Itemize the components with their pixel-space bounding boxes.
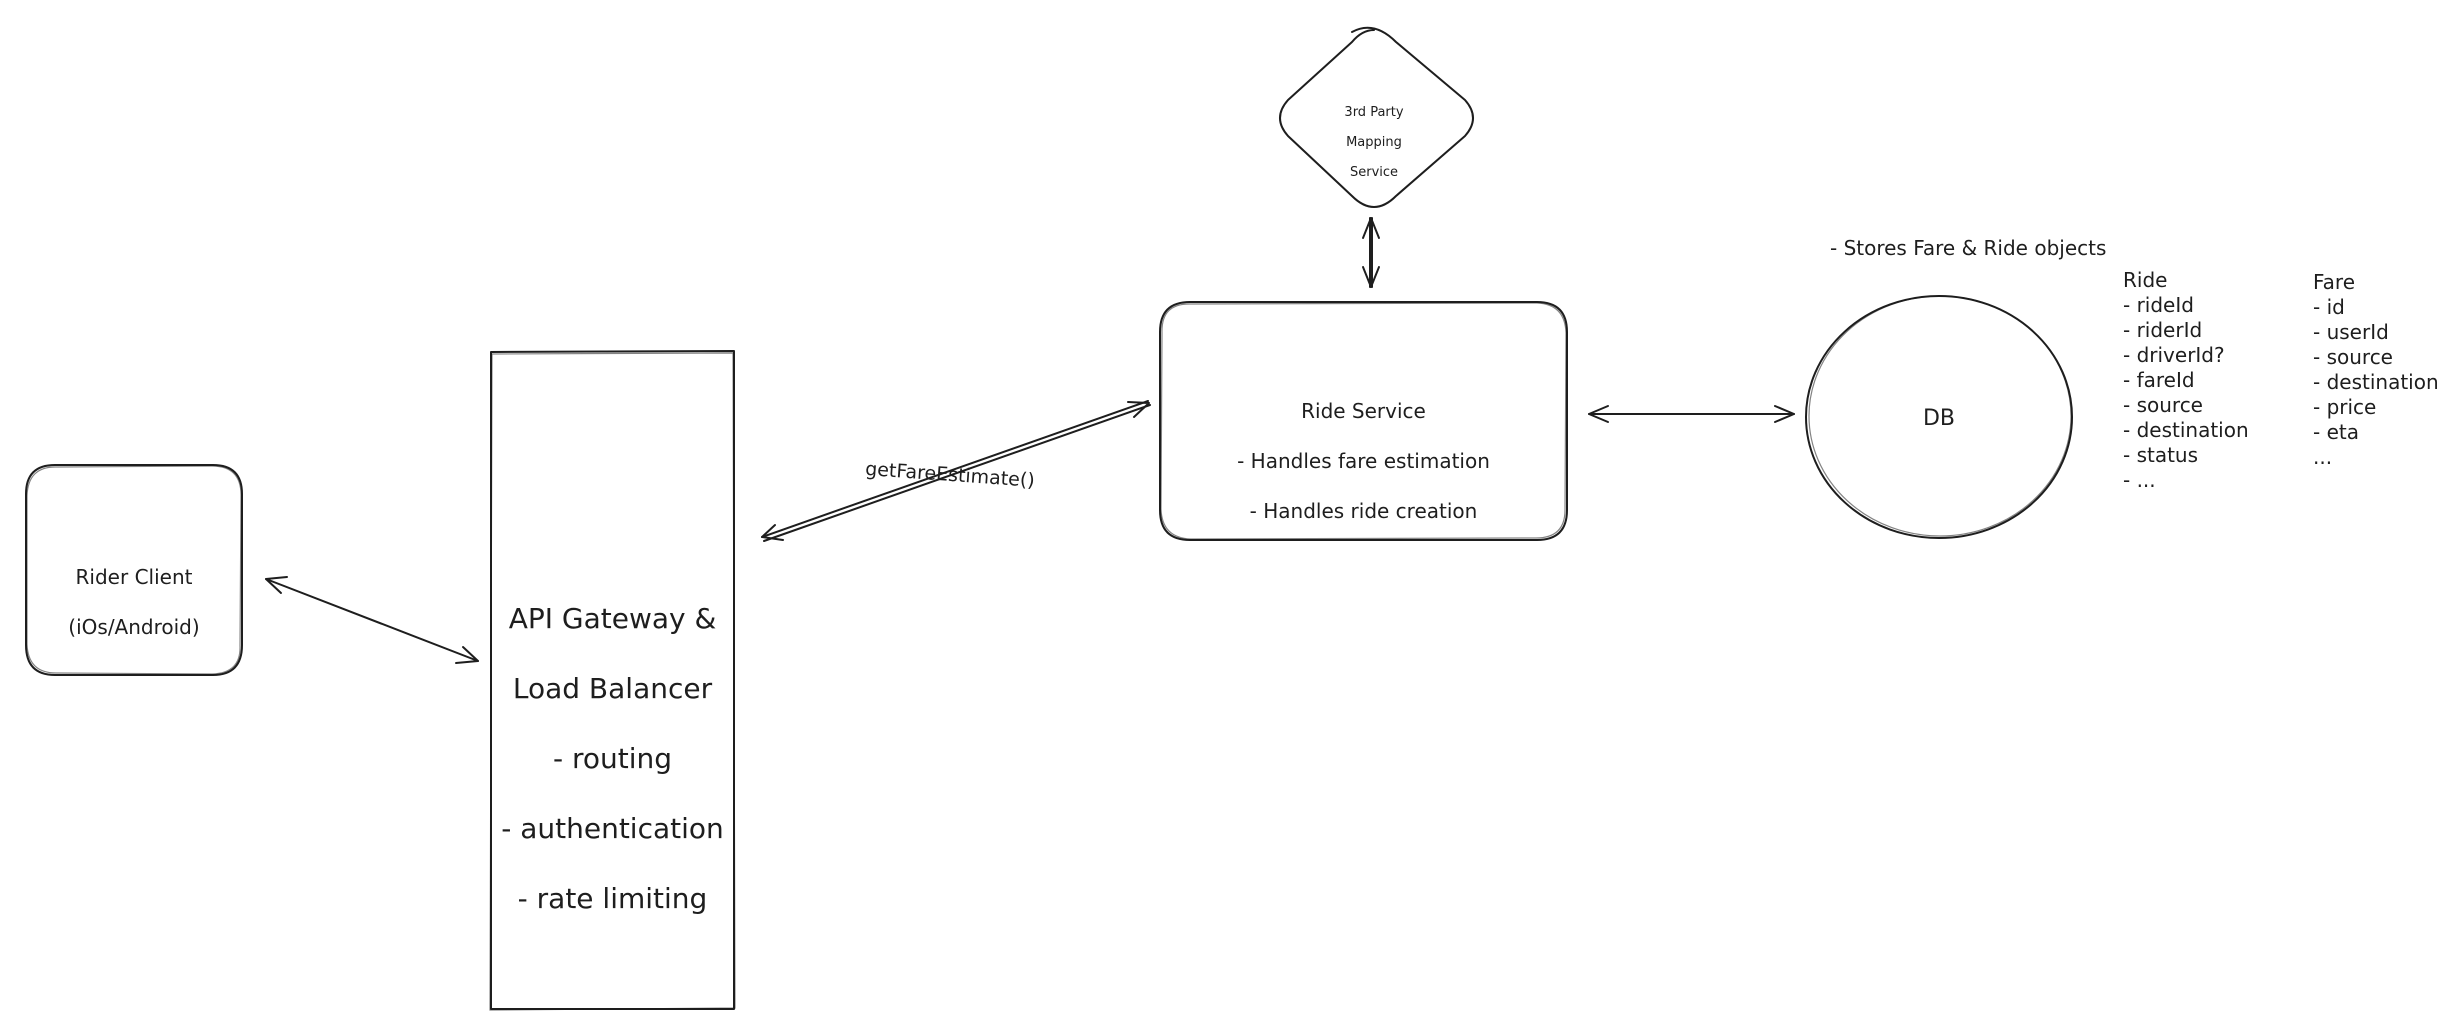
arrow-client-gateway [265, 576, 479, 664]
ride-service-line-3: - Handles ride creation [1249, 499, 1478, 523]
ride-field: - destination [2123, 418, 2249, 442]
mapping-service-line-2: Mapping [1346, 135, 1402, 150]
rider-client-subtitle: (iOs/Android) [68, 615, 200, 639]
mapping-service-line-3: Service [1349, 165, 1399, 180]
arrow-ride-service-db [1588, 405, 1795, 423]
rider-client-label: Rider Client (iOs/Android) [26, 540, 242, 665]
ride-service-label: Ride Service - Handles fare estimation -… [1160, 374, 1567, 549]
fare-field: - destination [2313, 370, 2439, 394]
db-ellipse[interactable] [1805, 295, 2073, 539]
fare-object-fields: Fare - id - userId - source - destinatio… [2313, 270, 2439, 470]
ride-object-title: Ride [2123, 268, 2168, 292]
ride-service-line-2: - Handles fare estimation [1237, 449, 1490, 473]
ride-field: - ... [2123, 468, 2156, 492]
api-gateway-line-2: Load Balancer [512, 672, 713, 705]
ride-field: - fareId [2123, 368, 2195, 392]
db-label: DB [1922, 406, 1956, 431]
api-gateway-label: API Gateway & Load Balancer - routing - … [491, 566, 734, 951]
mapping-service-line-1: 3rd Party [1344, 105, 1404, 120]
fare-field: - id [2313, 295, 2345, 319]
ride-service-title: Ride Service [1301, 399, 1426, 423]
arrow-gateway-ride-service [761, 400, 1151, 542]
mapping-service-diamond[interactable] [1279, 26, 1474, 208]
ride-field: - rideId [2123, 293, 2194, 317]
fare-field: - eta [2313, 420, 2359, 444]
api-gateway-line-4: - authentication [501, 812, 724, 845]
fare-field: - price [2313, 395, 2377, 419]
rider-client-title: Rider Client [75, 565, 193, 589]
ride-field: - source [2123, 393, 2203, 417]
ride-service-box[interactable] [1159, 301, 1568, 541]
api-gateway-line-1: API Gateway & [508, 602, 717, 635]
fare-field: ... [2313, 445, 2333, 469]
ride-field: - driverId? [2123, 343, 2225, 367]
rider-client-box[interactable] [25, 464, 243, 676]
fare-object-title: Fare [2313, 270, 2356, 294]
fare-field: - userId [2313, 320, 2389, 344]
api-gateway-line-3: - routing [552, 742, 673, 775]
ride-object-fields: Ride - rideId - riderId - driverId? - fa… [2123, 268, 2249, 493]
db-note: - Stores Fare & Ride objects [1830, 236, 2107, 260]
api-gateway-line-5: - rate limiting [517, 882, 708, 915]
arrow-mapping-ride-service [1362, 217, 1380, 288]
ride-field: - riderId [2123, 318, 2203, 342]
mapping-service-label: 3rd Party Mapping Service [1314, 90, 1434, 195]
api-gateway-box[interactable] [489, 350, 736, 1011]
fare-field: - source [2313, 345, 2393, 369]
ride-field: - status [2123, 443, 2199, 467]
